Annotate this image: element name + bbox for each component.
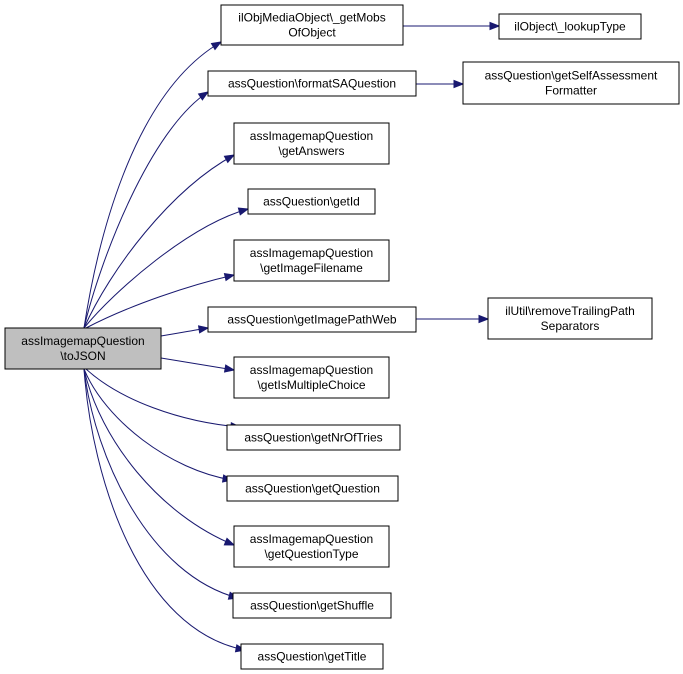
node-getQuestionType[interactable]: assImagemapQuestion\getQuestionType bbox=[233, 525, 390, 568]
node-getNrOfTries[interactable]: assQuestion\getNrOfTries bbox=[226, 424, 401, 451]
node-box bbox=[240, 643, 384, 670]
node-box bbox=[232, 592, 392, 619]
node-box bbox=[220, 4, 404, 46]
node-label-line: assImagemapQuestion bbox=[21, 334, 144, 348]
node-box bbox=[226, 424, 401, 451]
node-getAnswers[interactable]: assImagemapQuestion\getAnswers bbox=[233, 122, 390, 165]
nodes-layer: assImagemapQuestion\toJSONilObjMediaObje… bbox=[4, 4, 680, 670]
node-label-line: assImagemapQuestion bbox=[250, 532, 373, 546]
edge-root-to-getMobs bbox=[83, 41, 223, 329]
node-box bbox=[233, 525, 390, 568]
node-label-line: assQuestion\getImagePathWeb bbox=[227, 313, 397, 327]
edge-root-to-getShuffle bbox=[83, 368, 240, 600]
edge-root-to-getImagePathWeb bbox=[160, 325, 210, 337]
edge-line bbox=[85, 368, 241, 428]
node-label-line: assQuestion\getId bbox=[263, 195, 360, 209]
node-getShuffle[interactable]: assQuestion\getShuffle bbox=[232, 592, 392, 619]
edge-line bbox=[83, 154, 235, 329]
node-getId[interactable]: assQuestion\getId bbox=[247, 188, 376, 215]
node-label-line: ilObject\_lookupType bbox=[514, 20, 626, 34]
edge-line bbox=[83, 91, 209, 329]
edge-root-to-formatSA bbox=[83, 91, 210, 329]
arrowhead bbox=[223, 537, 236, 546]
edge-root-to-getQuestion bbox=[83, 368, 234, 483]
arrowhead bbox=[197, 91, 210, 101]
edge-root-to-getImageFilename bbox=[85, 272, 236, 329]
node-getIsMultipleChoice[interactable]: assImagemapQuestion\getIsMultipleChoice bbox=[233, 356, 390, 399]
arrowhead bbox=[237, 207, 250, 216]
node-box bbox=[487, 297, 653, 340]
node-label-line: assQuestion\getSelfAssessment bbox=[485, 69, 658, 83]
arrowhead bbox=[489, 21, 501, 31]
node-label-line: OfObject bbox=[288, 26, 336, 40]
edge-root-to-getNrOfTries bbox=[85, 368, 242, 431]
node-box bbox=[207, 306, 417, 333]
node-label-line: assQuestion\getQuestion bbox=[245, 482, 380, 496]
edge-line bbox=[83, 208, 249, 329]
edge-root-to-getId bbox=[83, 207, 250, 329]
node-getTitle[interactable]: assQuestion\getTitle bbox=[240, 643, 384, 670]
node-getImagePathWeb[interactable]: assQuestion\getImagePathWeb bbox=[207, 306, 417, 333]
node-label-line: assImagemapQuestion bbox=[250, 363, 373, 377]
node-label-line: \toJSON bbox=[60, 349, 105, 363]
arrowhead bbox=[453, 79, 465, 89]
node-box bbox=[498, 13, 642, 40]
edge-line bbox=[83, 368, 246, 651]
node-label-line: assQuestion\formatSAQuestion bbox=[228, 77, 396, 91]
node-box bbox=[207, 70, 417, 97]
node-box bbox=[233, 356, 390, 399]
node-label-line: \getAnswers bbox=[278, 144, 344, 158]
node-box bbox=[226, 475, 399, 502]
node-label-line: assQuestion\getNrOfTries bbox=[244, 431, 382, 445]
node-box bbox=[233, 122, 390, 165]
arrowhead bbox=[197, 325, 210, 334]
arrowhead bbox=[210, 41, 223, 51]
node-box bbox=[247, 188, 376, 215]
edge-root-to-getIsMultipleChoice bbox=[160, 357, 236, 373]
node-root[interactable]: assImagemapQuestion\toJSON bbox=[4, 327, 162, 370]
node-getQuestion[interactable]: assQuestion\getQuestion bbox=[226, 475, 399, 502]
node-label-line: Formatter bbox=[545, 84, 597, 98]
node-box bbox=[462, 61, 680, 105]
arrowhead bbox=[223, 272, 236, 282]
edge-formatSA-to-getSAFormatter bbox=[416, 79, 465, 89]
node-label-line: assImagemapQuestion bbox=[250, 246, 373, 260]
edge-root-to-getQuestionType bbox=[83, 368, 236, 546]
arrowhead bbox=[223, 364, 236, 373]
edge-line bbox=[160, 357, 235, 371]
node-label-line: assQuestion\getShuffle bbox=[250, 599, 374, 613]
node-label-line: ilObjMediaObject\_getMobs bbox=[238, 11, 385, 25]
node-box bbox=[4, 327, 162, 370]
edge-line bbox=[83, 41, 222, 329]
node-label-line: \getQuestionType bbox=[264, 547, 358, 561]
arrowhead bbox=[478, 314, 490, 324]
node-label-line: \getIsMultipleChoice bbox=[257, 378, 365, 392]
node-label-line: Separators bbox=[541, 319, 600, 333]
node-label-line: assQuestion\getTitle bbox=[258, 650, 367, 664]
edge-getImagePathWeb-to-removeTrailing bbox=[415, 314, 490, 324]
edge-line bbox=[85, 274, 235, 329]
edge-getMobs-to-lookupType bbox=[403, 21, 501, 31]
node-getImageFilename[interactable]: assImagemapQuestion\getImageFilename bbox=[233, 239, 390, 282]
node-label-line: ilUtil\removeTrailingPath bbox=[505, 304, 635, 318]
edge-line bbox=[83, 368, 239, 599]
edge-line bbox=[83, 368, 233, 481]
node-label-line: assImagemapQuestion bbox=[250, 129, 373, 143]
node-label-line: \getImageFilename bbox=[260, 261, 363, 275]
node-lookupType[interactable]: ilObject\_lookupType bbox=[498, 13, 642, 40]
arrowhead bbox=[223, 154, 236, 164]
node-formatSA[interactable]: assQuestion\formatSAQuestion bbox=[207, 70, 417, 97]
edge-line bbox=[83, 368, 235, 546]
node-box bbox=[233, 239, 390, 282]
edge-root-to-getAnswers bbox=[83, 154, 236, 329]
